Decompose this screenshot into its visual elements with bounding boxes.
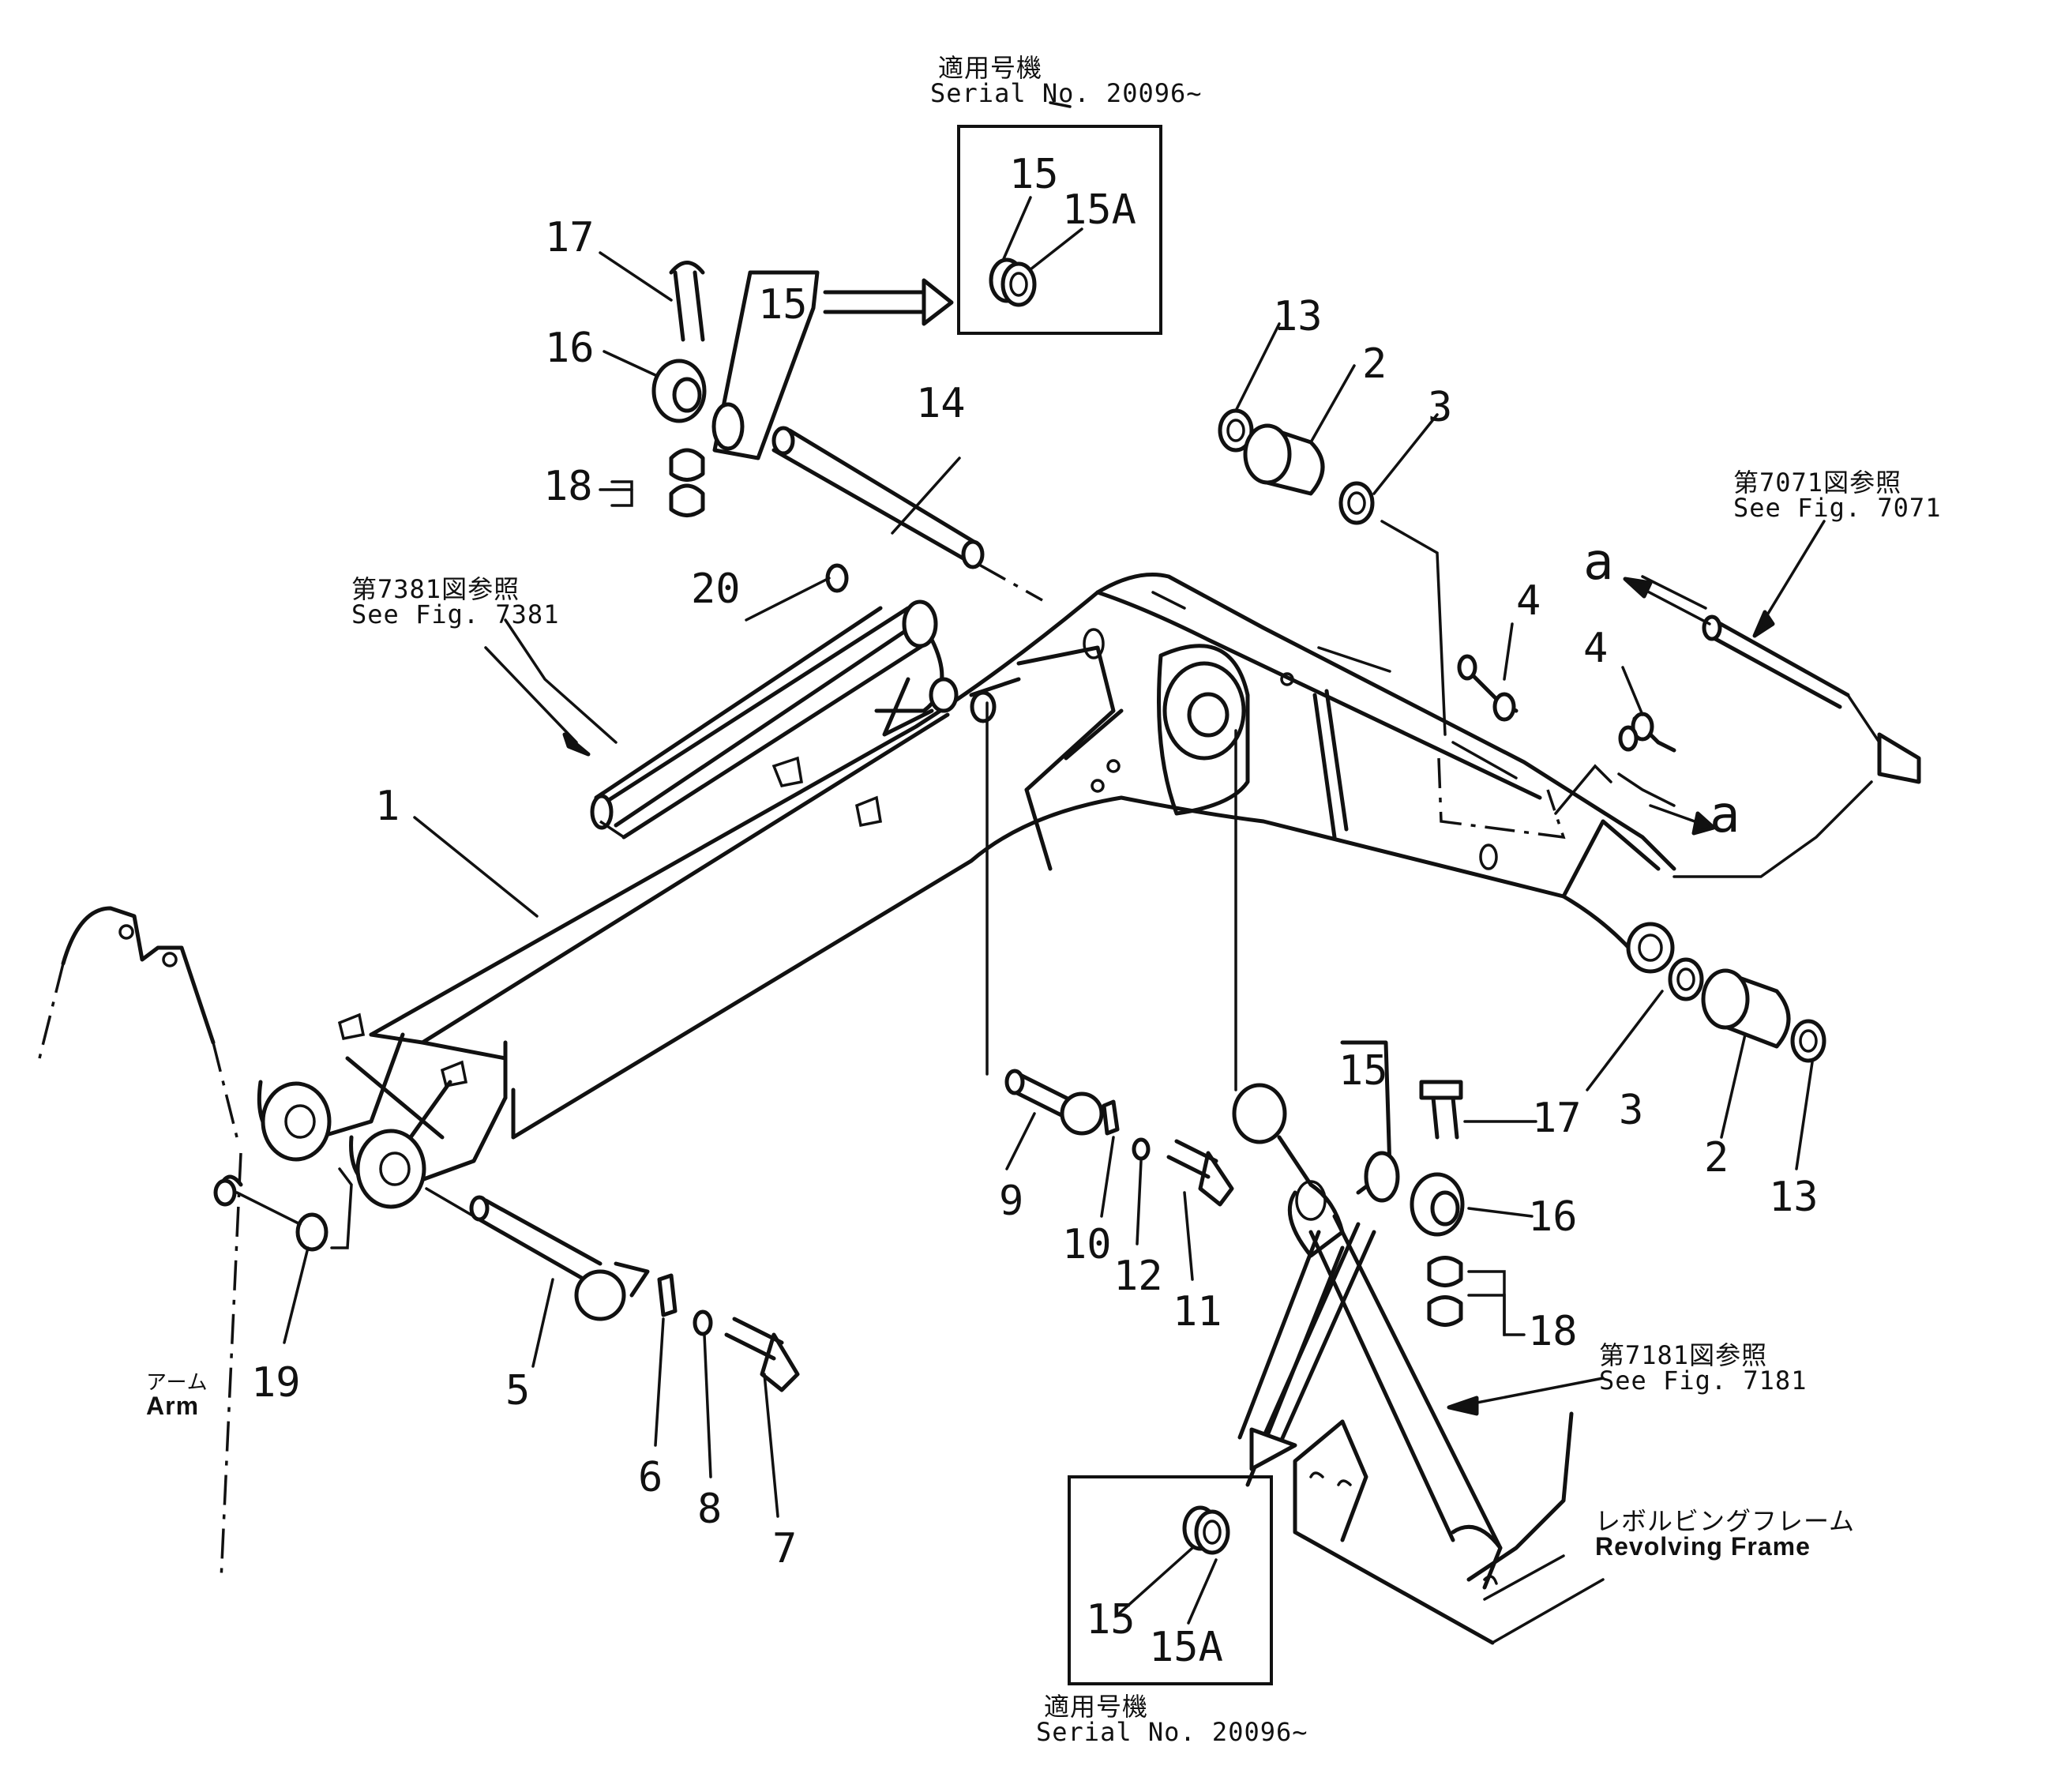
fig-7181-ref-jp: 第7181図参照 — [1599, 1340, 1768, 1370]
callout-15-lower: 15 — [1338, 1047, 1388, 1095]
fig-7381-ref: 第7381図参照 See Fig. 7381 — [351, 577, 559, 627]
callout-7: 7 — [772, 1525, 798, 1572]
fig-7381-ref-jp: 第7381図参照 — [351, 574, 520, 604]
arm-label-en: Arm — [146, 1392, 200, 1420]
serial-note-bottom: 適用号機 Serial No. 20096~ — [1036, 1694, 1308, 1745]
marker-a-top: a — [1583, 533, 1614, 592]
callout-17-bottom: 17 — [1532, 1095, 1582, 1142]
callout-20: 20 — [691, 565, 741, 613]
fig-7181-ref: 第7181図参照 See Fig. 7181 — [1599, 1343, 1807, 1393]
fig-7181-ref-en: See Fig. 7181 — [1599, 1366, 1808, 1396]
boom-cylinder — [1232, 729, 1503, 1550]
fig-7071-ref-en: See Fig. 7071 — [1733, 493, 1942, 523]
callout-9: 9 — [999, 1178, 1024, 1225]
bushings-lower — [1668, 957, 1826, 1063]
callout-15-bottom-inset: 15 — [1086, 1596, 1136, 1644]
fig-7381-ref-en: See Fig. 7381 — [351, 599, 560, 629]
inset-box-bottom — [1068, 1475, 1273, 1685]
callout-5: 5 — [505, 1367, 531, 1414]
fig-7071-ref: 第7071図参照 See Fig. 7071 — [1733, 470, 1941, 520]
serial-note-top-en: Serial No. 20096~ — [930, 78, 1203, 108]
callout-6: 6 — [638, 1454, 663, 1501]
callout-12: 12 — [1113, 1253, 1163, 1300]
pin-9 — [985, 701, 1234, 1207]
callout-15-upper: 15 — [758, 281, 808, 329]
revolving-frame — [1293, 1411, 1605, 1645]
callout-2-top: 2 — [1362, 340, 1387, 388]
revolving-frame-label: レボルビングフレーム Revolving Frame — [1595, 1508, 1855, 1559]
inset-washers-bottom — [1182, 1505, 1230, 1555]
callout-18-top: 18 — [543, 463, 593, 510]
callout-15A-bottom-inset: 15A — [1149, 1624, 1223, 1671]
serial-note-top: 適用号機 Serial No. 20096~ — [930, 55, 1203, 106]
callout-4-right: 4 — [1583, 625, 1609, 672]
serial-note-bottom-en: Serial No. 20096~ — [1036, 1717, 1308, 1747]
arrow-to-bottom-inset — [1249, 1222, 1376, 1471]
arm-label-jp: アーム — [146, 1371, 208, 1395]
revolving-frame-label-en: Revolving Frame — [1595, 1532, 1811, 1561]
boom-body — [257, 573, 1676, 1209]
callout-15A-top-inset: 15A — [1062, 186, 1136, 234]
callout-17-top: 17 — [545, 214, 595, 261]
callout-1: 1 — [375, 783, 400, 830]
arm-outline — [38, 906, 353, 1580]
callout-15-top-inset: 15 — [1009, 151, 1059, 198]
arm-cylinder — [590, 606, 907, 830]
callout-3-top: 3 — [1428, 384, 1453, 431]
marker-a-mid: a — [1710, 786, 1740, 844]
pin-14 — [771, 426, 1105, 659]
arm-label: アーム Arm — [146, 1373, 208, 1418]
lower-right-hardware — [1340, 1040, 1465, 1327]
callout-4-left: 4 — [1516, 577, 1541, 625]
bushings-upper — [1218, 408, 1447, 736]
serial-note-bottom-jp: 適用号機 — [1044, 1692, 1149, 1722]
callout-2-bottom: 2 — [1704, 1134, 1729, 1182]
callout-11: 11 — [1173, 1288, 1222, 1336]
callout-8: 8 — [697, 1486, 723, 1533]
callout-14: 14 — [916, 380, 966, 427]
callout-3-bottom: 3 — [1619, 1087, 1644, 1134]
callout-16-top: 16 — [545, 325, 595, 372]
serial-note-top-jp: 適用号機 — [938, 53, 1043, 83]
inset-box-top — [957, 125, 1162, 335]
leader-lines — [283, 101, 1826, 1625]
upper-left-hardware — [651, 261, 954, 517]
inset-washers-top — [989, 257, 1037, 307]
pin-5 — [425, 1187, 800, 1392]
callout-13-top: 13 — [1273, 293, 1323, 340]
callout-19: 19 — [251, 1359, 301, 1407]
grease-fittings — [1437, 654, 1676, 870]
revolving-frame-label-jp: レボルビングフレーム — [1595, 1506, 1856, 1536]
grease-pipe-7071 — [1641, 575, 1921, 878]
fig-7071-ref-jp: 第7071図参照 — [1733, 468, 1902, 498]
callout-13-bottom: 13 — [1769, 1174, 1819, 1221]
callout-16-bottom: 16 — [1528, 1193, 1578, 1241]
callout-10: 10 — [1062, 1221, 1112, 1268]
callout-18-bottom: 18 — [1528, 1308, 1578, 1355]
